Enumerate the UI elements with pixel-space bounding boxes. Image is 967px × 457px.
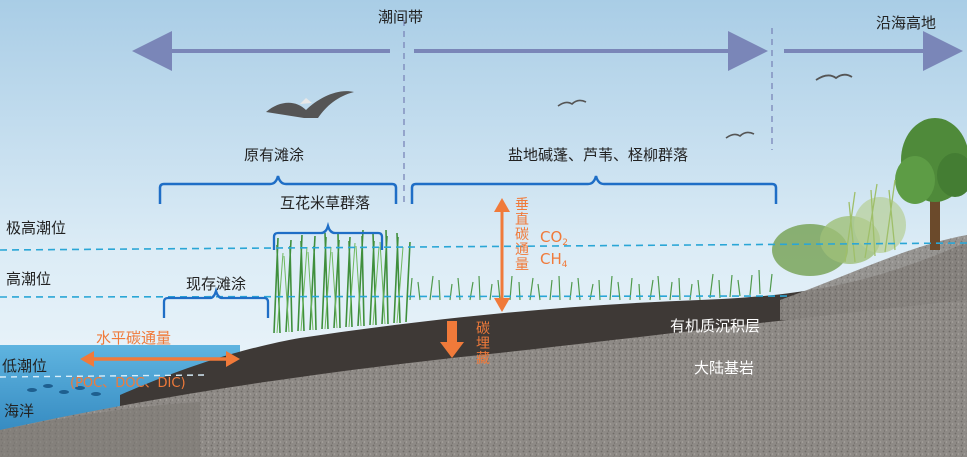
ocean-label: 海洋	[4, 402, 35, 420]
tree-trunk	[930, 180, 940, 250]
vertical-flux-arrow	[494, 198, 510, 312]
coastal-highland-label: 沿海高地	[876, 14, 937, 32]
coastal-highland-hill	[780, 235, 967, 320]
organic-sediment-label: 有机质沉积层	[670, 317, 761, 335]
spartina-bracket	[272, 221, 384, 250]
extreme-high-tide-line	[0, 242, 967, 251]
reeds	[844, 179, 896, 263]
current-mudflat-bracket	[162, 286, 270, 318]
vertical-flux-label: 垂直碳通量	[515, 197, 529, 273]
horizontal-flux-detail: (POC、DOC、DIC)	[70, 376, 186, 391]
current-mudflat-label: 现存滩涂	[186, 275, 247, 293]
ch4-label: CH4	[540, 250, 568, 270]
original-mudflat-label: 原有滩涂	[244, 146, 305, 164]
intertidal-zone-label: 潮间带	[378, 8, 424, 26]
horizontal-flux-arrow	[80, 351, 240, 367]
saltmarsh-grass	[409, 269, 773, 301]
extreme-high-tide-label: 极高潮位	[6, 219, 67, 237]
spartina-community-label: 互花米草群落	[280, 194, 371, 212]
gull-icon	[557, 99, 587, 107]
spartina-grass	[273, 229, 411, 334]
gull-icon	[815, 73, 853, 81]
original-mudflat-bracket	[158, 175, 398, 204]
low-tide-label: 低潮位	[2, 357, 48, 375]
low-tide-line	[0, 374, 206, 378]
saltmarsh-bracket	[410, 175, 778, 204]
fish-icons	[27, 384, 101, 396]
saltmarsh-community-label: 盐地碱蓬、芦苇、柽柳群落	[508, 146, 689, 164]
horizontal-flux-title: 水平碳通量	[96, 329, 172, 347]
eagle-bird	[266, 91, 354, 118]
carbon-burial-arrow	[440, 321, 464, 358]
high-tide-label: 高潮位	[6, 270, 52, 288]
gull-icon	[725, 131, 755, 139]
bedrock-label: 大陆基岩	[694, 359, 755, 377]
bedrock-layer	[0, 300, 967, 457]
co2-label: CO2	[540, 228, 569, 248]
carbon-burial-label: 碳埋藏	[476, 321, 490, 367]
